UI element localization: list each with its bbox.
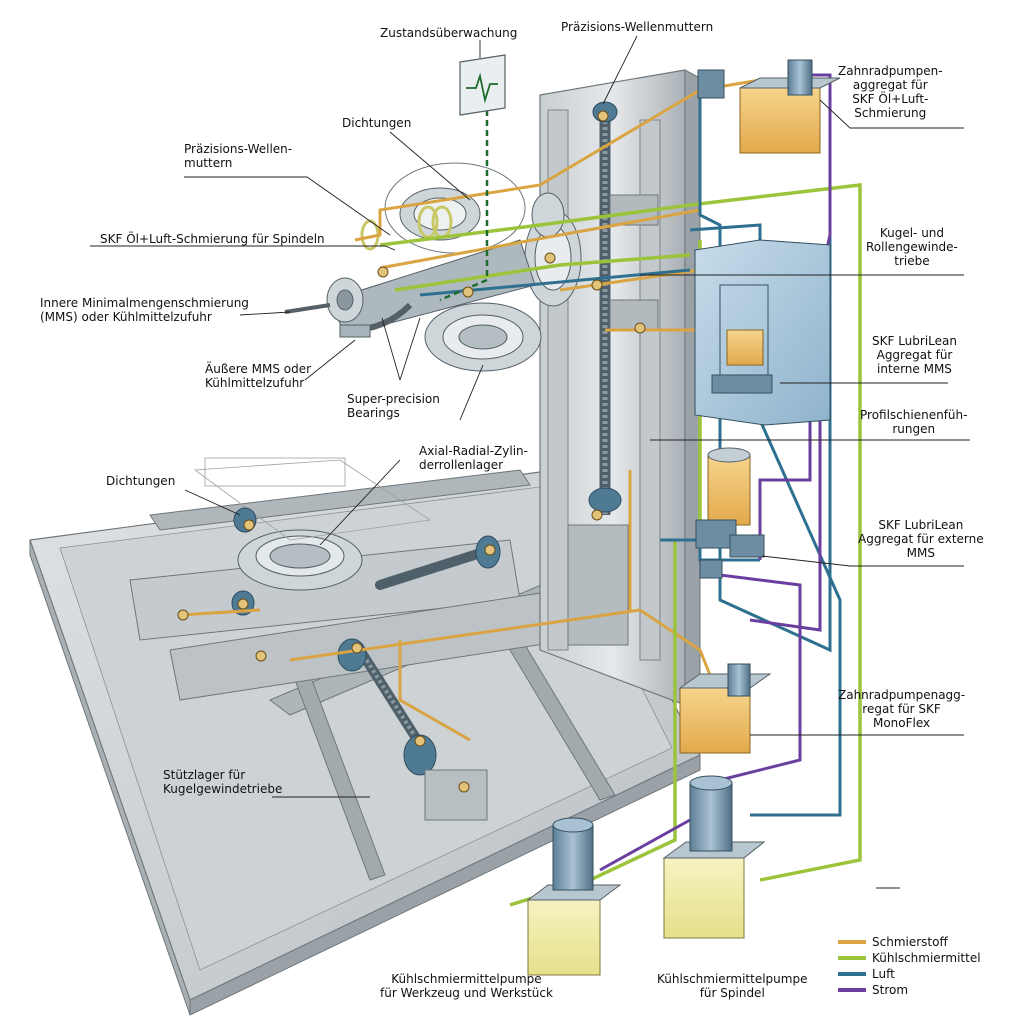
oil-lines — [179, 78, 761, 742]
legend-swatch-coolant — [838, 956, 866, 960]
label-lubrilean-internal: SKF LubriLean Aggregat für interne MMS — [872, 334, 957, 376]
label-axial-radial-bearings: Axial-Radial-Zylin- derrollenlager — [419, 444, 528, 472]
label-support-bearings: Stützlager für Kugelgewindetriebe — [163, 768, 283, 796]
legend-item-power: Strom — [838, 982, 981, 998]
legend-item-lubricant: Schmierstoff — [838, 934, 981, 950]
coolant-pump-spindle — [662, 775, 766, 939]
machine-base — [29, 457, 701, 1016]
label-coolant-pump-tool: Kühlschmiermittelpumpe für Werkzeug und … — [380, 972, 553, 1000]
legend-swatch-lubricant — [838, 940, 866, 944]
label-precision-shaft-nuts-top: Präzisions-Wellenmuttern — [561, 20, 714, 34]
label-gear-pump-oil-air: Zahnradpumpen- aggregat für SKF Öl+Luft-… — [838, 64, 943, 120]
lube-points — [177, 110, 646, 793]
gear-pump-monoflex — [678, 663, 772, 754]
lubrilean-external-unit — [695, 447, 765, 579]
legend-label: Kühlschmiermittel — [872, 951, 981, 965]
gear-pump-oil-air — [697, 59, 841, 154]
legend-swatch-air — [838, 972, 866, 976]
label-seals-top: Dichtungen — [342, 116, 412, 130]
lubrilean-internal-unit — [694, 239, 831, 426]
label-condition-monitoring: Zustandsüberwachung — [380, 26, 518, 40]
label-ball-roller-screws: Kugel- und Rollengewinde- triebe — [866, 226, 958, 268]
label-external-mql: Äußere MMS oder Kühlmittelzufuhr — [205, 362, 312, 390]
legend-item-coolant: Kühlschmiermittel — [838, 950, 981, 966]
label-super-precision-bearings: Super-precision Bearings — [347, 392, 440, 420]
legend-item-air: Luft — [838, 966, 981, 982]
legend-label: Strom — [872, 983, 909, 997]
label-lubrilean-external: SKF LubriLean Aggregat für externe MMS — [858, 518, 984, 560]
label-seals-mid: Dichtungen — [106, 474, 176, 488]
label-profile-rail-guides: Profilschienenfüh- rungen — [860, 408, 968, 436]
coolant-pump-tool — [526, 817, 622, 976]
legend-label: Luft — [872, 967, 895, 981]
label-gear-pump-monoflex: Zahnradpumpenagg- regat für SKF MonoFlex — [838, 688, 966, 730]
label-oil-air-spindles: SKF Öl+Luft-Schmierung für Spindeln — [100, 232, 325, 246]
label-internal-mql: Innere Minimalmengenschmierung (MMS) ode… — [40, 296, 249, 324]
leader-lines — [90, 35, 970, 798]
label-precision-shaft-nuts-left: Präzisions-Wellen- muttern — [184, 142, 293, 170]
legend-swatch-power — [838, 988, 866, 992]
label-coolant-pump-spindle: Kühlschmiermittelpumpe für Spindel — [657, 972, 808, 1000]
legend-label: Schmierstoff — [872, 935, 948, 949]
legend: Schmierstoff Kühlschmiermittel Luft Stro… — [838, 934, 981, 998]
